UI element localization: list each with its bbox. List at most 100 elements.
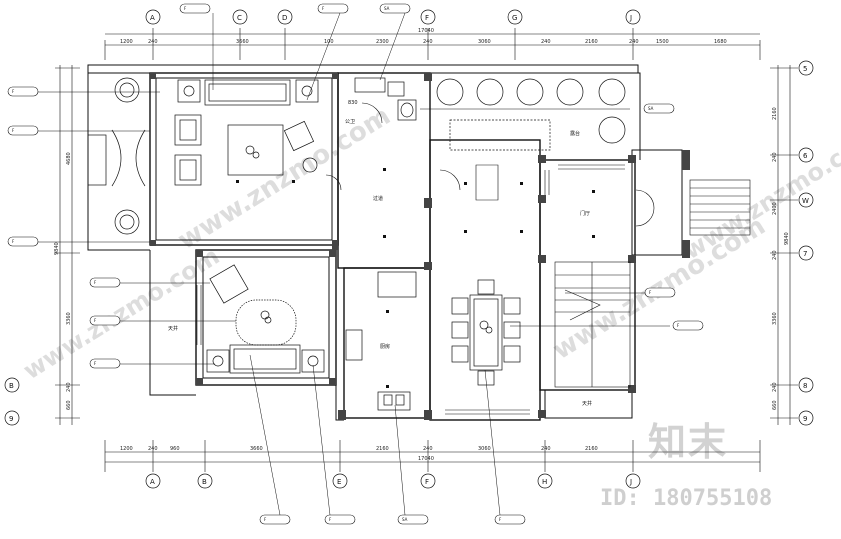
- axis-label: 9: [9, 415, 13, 423]
- axis-label: C: [237, 14, 242, 22]
- room-label-kitchen: 厨房: [380, 343, 390, 350]
- axis-label: 6: [803, 152, 808, 160]
- room-size-label: 830: [348, 100, 358, 106]
- tag-label: F: [94, 361, 97, 366]
- kitchen-fixtures: [345, 77, 417, 411]
- top-dimensions: [104, 28, 761, 60]
- axis-label: 9: [803, 415, 807, 423]
- dim-top: 2160: [585, 39, 598, 45]
- stairs: [475, 164, 751, 388]
- tag-label: F: [329, 517, 332, 522]
- right-axis-bubbles: [798, 60, 814, 426]
- dim-top: 2300: [376, 39, 389, 45]
- dim-bottom: 2160: [376, 446, 389, 452]
- callout-tag: F: [259, 514, 291, 525]
- axis-label: J: [629, 478, 632, 486]
- image-id-text: ID: 180755108: [600, 486, 772, 511]
- dim-top: 1680: [714, 39, 727, 45]
- dim-top: 3660: [236, 39, 249, 45]
- axis-label: J: [629, 14, 632, 22]
- left-axis-labels: B 9: [9, 382, 14, 423]
- tag-label: F: [94, 280, 97, 285]
- windows: [196, 164, 625, 415]
- dim-bottom: 240: [423, 446, 433, 452]
- axis-label: F: [425, 14, 429, 22]
- dim-left: 4680: [66, 152, 72, 165]
- callout-tag: F: [89, 358, 121, 369]
- dim-top: 240: [629, 39, 639, 45]
- callout-tag: F: [494, 514, 526, 525]
- axis-label: 8: [803, 382, 807, 390]
- callout-leaders: [38, 12, 670, 516]
- dim-left: 3360: [66, 312, 72, 325]
- left-dimensions: [55, 65, 80, 425]
- callout-tag: F: [179, 3, 211, 14]
- planters-left: [87, 77, 146, 235]
- watermark-text: www.znzmo.com: [173, 101, 396, 256]
- dim-top: 1500: [656, 39, 669, 45]
- dim-bottom: 1200: [120, 446, 133, 452]
- callout-tag: F: [7, 86, 39, 97]
- dim-bottom: 960: [170, 446, 180, 452]
- dim-right: 2160: [772, 107, 778, 120]
- dim-right: 2400: [772, 202, 778, 215]
- building-walls: [87, 64, 683, 421]
- dim-top: 240: [541, 39, 551, 45]
- room-label-light-well: 天井: [168, 325, 178, 332]
- top-axis-bubbles: [145, 9, 641, 25]
- callout-tag: F: [89, 315, 121, 326]
- living-room-furniture: [174, 79, 319, 186]
- dim-total-bottom: 17040: [418, 456, 434, 462]
- bottom-axis-labels: A B E F H J: [150, 478, 632, 486]
- right-dimension-text: 2160 240 2400 240 3360 240 660 9840: [772, 107, 790, 410]
- watermark-text: www.znzmo.com: [18, 242, 224, 385]
- axis-label: B: [9, 382, 14, 390]
- axis-label: F: [425, 478, 429, 486]
- tag-label: SA: [648, 106, 654, 111]
- tag-label: SA: [384, 6, 390, 11]
- dim-right: 240: [772, 152, 778, 162]
- dim-top: 240: [148, 39, 158, 45]
- dim-bottom: 240: [541, 446, 551, 452]
- dim-total-top: 17040: [418, 28, 434, 34]
- room-label-light-well: 天井: [582, 400, 592, 407]
- wall-pillars: [150, 73, 690, 420]
- tag-label: F: [184, 6, 187, 11]
- room-label-entry: 门厅: [580, 210, 590, 217]
- tag-label: F: [12, 89, 15, 94]
- callout-tag: F: [7, 236, 39, 247]
- tag-label: F: [94, 318, 97, 323]
- axis-label: B: [202, 478, 207, 486]
- room-label-hall: 过道: [373, 195, 383, 202]
- axis-label: G: [512, 14, 517, 22]
- callout-tag: F: [644, 287, 676, 298]
- tag-label: F: [12, 128, 15, 133]
- axis-label: E: [337, 478, 341, 486]
- axis-label: W: [802, 197, 809, 205]
- room-label-terrace: 露台: [570, 130, 580, 137]
- tag-label: F: [499, 517, 502, 522]
- callout-tag: F: [672, 320, 704, 331]
- dining-set: [451, 279, 521, 386]
- tag-label: SA: [402, 517, 408, 522]
- callout-tags: F F F F F F F F: [7, 3, 704, 525]
- tag-label: F: [322, 6, 325, 11]
- tag-label: F: [677, 323, 680, 328]
- dim-right: 240: [772, 250, 778, 260]
- axis-label: 5: [803, 65, 807, 73]
- dim-bottom: 240: [148, 446, 158, 452]
- dim-top: 240: [423, 39, 433, 45]
- callout-tag: SA: [643, 103, 675, 114]
- room-label-bath: 公卫: [345, 119, 355, 125]
- dim-left: 240: [66, 382, 72, 392]
- callout-tag: F: [324, 514, 356, 525]
- dim-right: 240: [772, 382, 778, 392]
- logo-text: 知末: [648, 420, 728, 464]
- bottom-dimension-text: 17040 1200 240 960 3660 2160 240 3060 24…: [120, 446, 598, 462]
- callout-tag: F: [7, 125, 39, 136]
- dim-bottom: 2160: [585, 446, 598, 452]
- bottom-dimensions: [104, 440, 761, 472]
- axis-label: 7: [803, 250, 807, 258]
- dim-left: 660: [66, 400, 72, 410]
